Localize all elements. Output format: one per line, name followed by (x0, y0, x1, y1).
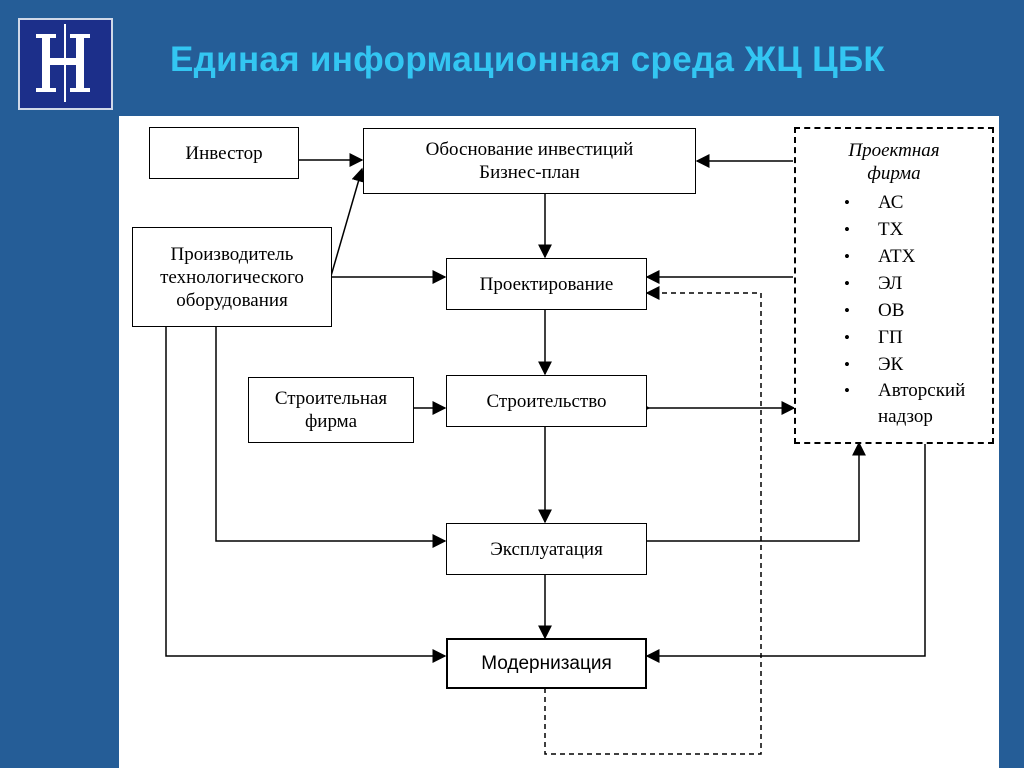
manufacturer-line-2: технологического (160, 266, 304, 288)
arrow-operation-firm (647, 441, 866, 542)
design-firm-title-line-1: Проектная (848, 140, 940, 161)
page-title: Единая информационная среда ЖЦ ЦБК (170, 40, 886, 79)
design-label: Проектирование (479, 273, 614, 295)
design-firm-title: Проектная фирма (796, 139, 992, 185)
list-item: ОВ (796, 297, 992, 324)
manufacturer-box: Производитель технологического оборудова… (132, 227, 332, 327)
modernization-box: Модернизация (446, 638, 647, 689)
operation-label: Эксплуатация (490, 538, 603, 560)
justification-box: Обоснование инвестиций Бизнес-план (363, 128, 696, 194)
diagram-panel: Инвестор Обоснование инвестиций Бизнес-п… (119, 116, 999, 768)
arrow-manufacturer-justification (330, 167, 366, 277)
design-box: Проектирование (446, 258, 647, 310)
manufacturer-line-3: оборудования (176, 289, 288, 311)
construction-firm-line-2: фирма (304, 411, 358, 432)
design-firm-box: Проектная фирма АС ТХ АТХ ЭЛ ОВ ГП ЭК Ав… (794, 127, 994, 444)
design-firm-title-line-2: фирма (867, 163, 921, 184)
construction-firm-box: Строительная фирма (248, 377, 414, 443)
arrow-manufacturer-modernization (165, 326, 447, 663)
list-item: ЭК (796, 351, 992, 378)
construction-label: Строительство (486, 390, 607, 412)
investor-label: Инвестор (185, 142, 263, 164)
justification-line-2: Бизнес-план (479, 162, 580, 183)
investor-box: Инвестор (149, 127, 299, 179)
arrow-manufacturer-operation (215, 326, 447, 548)
manufacturer-line-1: Производитель (170, 243, 294, 265)
construction-firm-line-1: Строительная (274, 388, 388, 409)
logo: Н (18, 18, 113, 110)
list-item: ЭЛ (796, 270, 992, 297)
design-firm-list: АС ТХ АТХ ЭЛ ОВ ГП ЭК Авторский надзор (796, 189, 992, 430)
list-item: ГП (796, 324, 992, 351)
construction-box: Строительство (446, 375, 647, 427)
list-item: Авторский надзор (796, 378, 992, 430)
logo-icon (36, 24, 90, 102)
arrow-feedback-loop (544, 286, 762, 755)
arrow-firm-modernization (645, 443, 926, 663)
connector-lines (165, 153, 926, 755)
justification-line-1: Обоснование инвестиций (425, 139, 634, 160)
list-item: АС (796, 189, 992, 216)
operation-box: Эксплуатация (446, 523, 647, 575)
list-item: АТХ (796, 243, 992, 270)
modernization-label: Модернизация (481, 653, 612, 674)
list-item: ТХ (796, 216, 992, 243)
